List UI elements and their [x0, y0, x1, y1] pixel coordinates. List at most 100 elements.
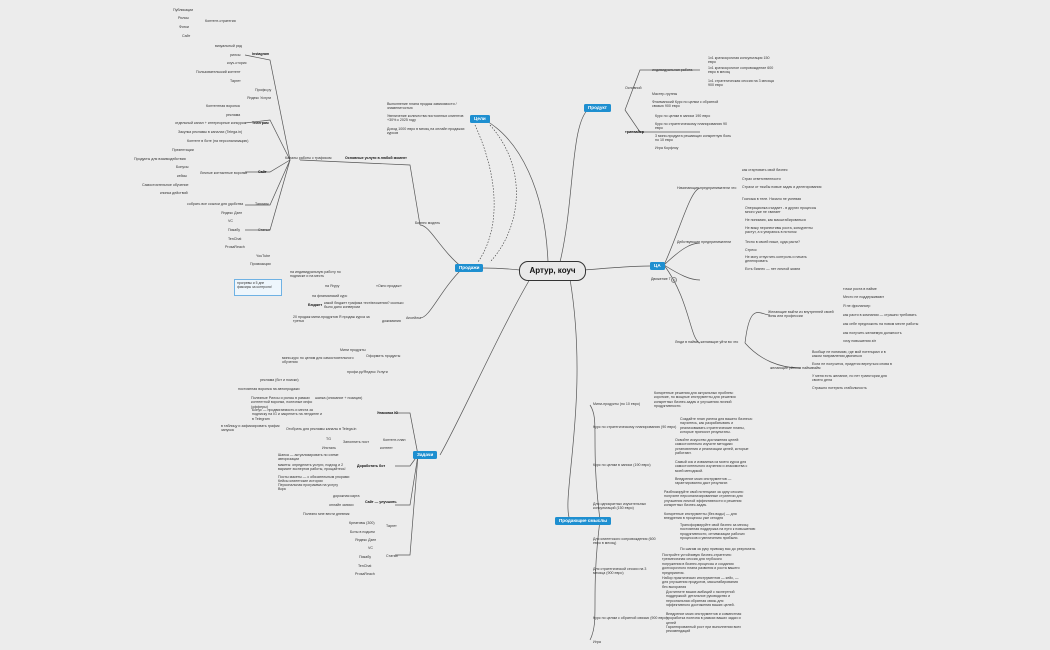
node: Набор практических инструментов — кейс, …	[662, 576, 739, 589]
node: дожимания	[382, 319, 401, 323]
node: 1х1 краткосрочная консультация 150 евро	[708, 56, 770, 65]
node: Контент-план	[383, 438, 406, 442]
node: Действующие предприниматели	[677, 240, 732, 244]
node: Instagram	[252, 52, 270, 56]
node: Стресс	[745, 248, 757, 252]
node: как стартовать свой бизнес	[742, 168, 788, 172]
node: контент	[380, 446, 393, 450]
node: Ворк	[278, 487, 286, 491]
node: Место не поддерживают	[843, 295, 885, 299]
node: Посты макеты — с обязательным упорами	[278, 475, 350, 479]
node: Яндекс Услуги	[247, 96, 272, 100]
node: Основные услуги в любой момент	[345, 156, 407, 160]
node: Самостоятельное обучение	[142, 183, 189, 187]
node: Курс по стратегическому планированию (90…	[593, 425, 677, 429]
node: Инсталь	[322, 446, 336, 450]
node: Пикабу	[228, 228, 241, 232]
node: Упаковка IG	[377, 411, 399, 415]
node: постоянная воронка на автопродажи	[238, 387, 300, 391]
node: на флагманский курс	[312, 294, 348, 298]
node: 20 продаж мини-продуктов Я продаж курса …	[293, 315, 370, 324]
node: Внедрение моих инструментов — гарантиров…	[675, 477, 732, 486]
node: Контент-стратегия	[205, 19, 236, 23]
node: Освойте искусство достижения целей: само…	[675, 438, 749, 456]
node: Не могу отпустить контроль и начать деле…	[745, 255, 807, 264]
node: Курс по стратегическому планированию 90 …	[655, 122, 728, 131]
node: желающие уйти из найма	[770, 366, 813, 370]
node: Бюджет	[308, 303, 323, 307]
node: какой бюджет трафика тест/вложения? скол…	[324, 301, 404, 310]
node: Персональная программа на услугу	[278, 483, 339, 487]
branch-selling-points[interactable]: Продающие смыслы	[555, 517, 612, 525]
node: Сайт	[258, 170, 267, 174]
branch-ca[interactable]: ЦА	[650, 262, 665, 270]
node: Кейсы клиентские истории	[278, 479, 323, 483]
central-topic[interactable]: Артур, коуч	[519, 261, 586, 281]
node: Страх ответственности	[742, 177, 781, 181]
node: Яндекс Дзен	[221, 211, 243, 215]
node: реклама	[226, 113, 241, 117]
node: кнопка действий	[160, 191, 188, 195]
node: в таблицу и зафиксировать график запуска	[221, 424, 280, 433]
node: как получить желаемую должность	[843, 331, 902, 335]
node: Для стратегической сессии на 3 месяца (9…	[593, 567, 647, 576]
node: VC	[228, 219, 233, 223]
node: Госпожа в теле. Начало не успевая	[742, 197, 802, 201]
node: VC	[368, 546, 373, 550]
node: TG	[326, 437, 331, 441]
node: онлайн записи	[329, 503, 354, 507]
node: Гарантированный рост при выполнении всех…	[666, 625, 742, 634]
branch-sales[interactable]: Продажи	[455, 264, 484, 272]
node: хочу повышения з/п	[843, 339, 877, 343]
node: Креативы (300)	[349, 521, 375, 525]
node: коуч-сторис	[227, 61, 247, 65]
node: Выполнение плана продаж зависимости / зн…	[387, 102, 457, 111]
node: Телеграм	[252, 121, 269, 125]
node: Самый сок и изюминка из моего курса для …	[675, 460, 748, 473]
node: Желающие выйти из внутренней своей зоны …	[768, 310, 834, 319]
node: Доработать бот	[357, 464, 386, 468]
node: Каналы работы с трафиком	[285, 156, 332, 160]
node: рилсы	[230, 53, 241, 57]
node: Полезно мне вести дневник	[303, 512, 350, 516]
node: Таргет	[386, 524, 397, 528]
node: Бизнес модель	[415, 221, 441, 225]
node: Шапка — актуализировать по схеме авториз…	[278, 453, 339, 462]
node: Игра Коуфлоу	[655, 146, 679, 150]
node: Люди в найме, желающие уйти во что	[675, 340, 739, 344]
clock-icon: ◷	[671, 277, 677, 283]
node: Мини продукты	[340, 348, 366, 352]
node: ProsaReach	[355, 572, 375, 576]
node: Продукты для взаимодействия	[134, 157, 186, 161]
node: Конкретные решения для актуальных пробле…	[654, 391, 736, 409]
node: Профи.ру	[255, 88, 272, 92]
node: Личные контактные воронки	[200, 171, 248, 175]
node: Таргет	[230, 79, 241, 83]
node: ProsaReach	[225, 245, 245, 249]
node: Апсейлы	[406, 316, 421, 320]
node: Таплинк	[255, 202, 269, 206]
node: Тесно в своей нише, куда расти?	[745, 240, 801, 244]
node: Мастер-группы	[652, 92, 678, 96]
node: Страшно потерять стабильность	[812, 386, 867, 390]
node: Курс по целям с обратной связью (900 евр…	[593, 616, 668, 620]
branch-tasks[interactable]: Задачи	[413, 451, 438, 459]
branch-goals[interactable]: Цели	[470, 115, 490, 123]
node: Яндекс Дзен	[355, 538, 377, 542]
branch-product[interactable]: Продукт	[584, 104, 611, 112]
node: Закупка рекламы в каналах (Telega.in)	[178, 130, 243, 134]
node: Для однократных изучительных консультаци…	[593, 502, 647, 511]
node: Увеличение количества постоянных клиенто…	[387, 114, 464, 123]
node: Если не получится, придется вернуться сн…	[812, 362, 892, 371]
node: Контент в боте (на персонализацию)	[187, 139, 249, 143]
node: Бонус — продвигаемость и места за подпис…	[252, 408, 322, 421]
node: профи.ру/Яндекс Услуги	[347, 370, 388, 374]
node: Есть бизнес — нет личной жизни	[745, 267, 801, 271]
node: Движение Т	[651, 277, 671, 281]
node: 1х1 краткосрочное сопровождение 600 евро…	[708, 66, 774, 75]
node: 3 мини-продукта решающих конкретную боль…	[655, 134, 732, 143]
node: Игра	[593, 640, 601, 644]
node: Разблокируйте свой потенциал за одну сес…	[664, 490, 744, 508]
node: Конкретные инструменты (без воды) — для …	[664, 512, 737, 521]
